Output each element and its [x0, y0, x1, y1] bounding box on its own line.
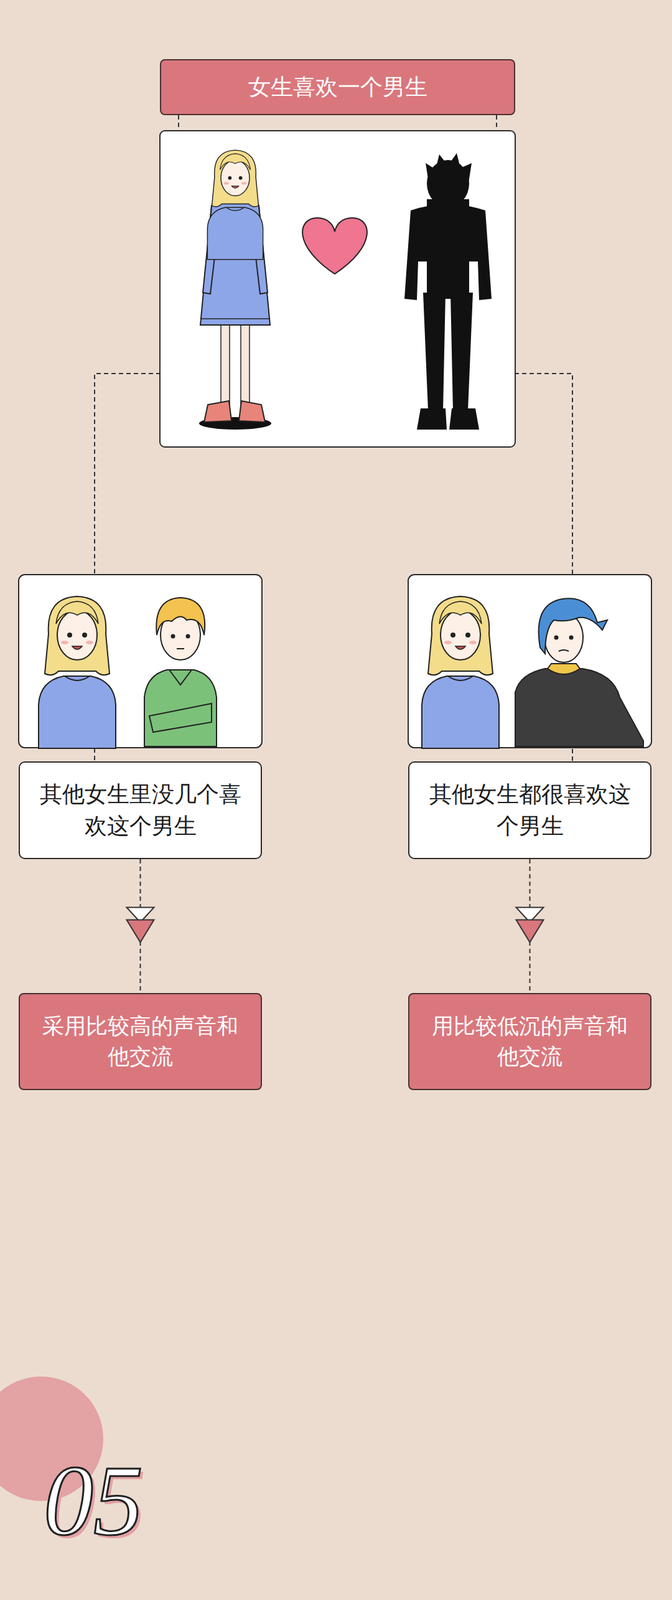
node-text: 女生喜欢一个男生	[161, 71, 514, 103]
result-box: 采用比较高的声音和他交流	[18, 992, 262, 1090]
girl-and-rival-picture	[408, 574, 652, 748]
couple-picture	[159, 130, 516, 447]
condition-box: 其他女生都很喜欢这个男生	[408, 760, 652, 859]
title-box: 女生喜欢一个男生	[159, 59, 516, 116]
condition-box: 其他女生里没几个喜欢这个男生	[18, 760, 262, 859]
arrow-head-fill	[516, 919, 544, 943]
arrow-head	[516, 907, 544, 943]
dashed-connector	[496, 115, 573, 761]
result-box: 用比较低沉的声音和他交流	[408, 992, 652, 1090]
page-number: 05	[43, 1449, 144, 1550]
arrow-head-fill	[126, 919, 155, 943]
dashed-connector	[94, 115, 179, 761]
node-text: 采用比较高的声音和他交流	[19, 1010, 261, 1072]
node-text: 其他女生都很喜欢这个男生	[409, 778, 651, 842]
node-text: 用比较低沉的声音和他交流	[409, 1010, 651, 1072]
node-text: 其他女生里没几个喜欢这个男生	[19, 778, 261, 842]
arrow-head	[126, 907, 155, 943]
girl-and-boy-picture	[18, 574, 262, 748]
